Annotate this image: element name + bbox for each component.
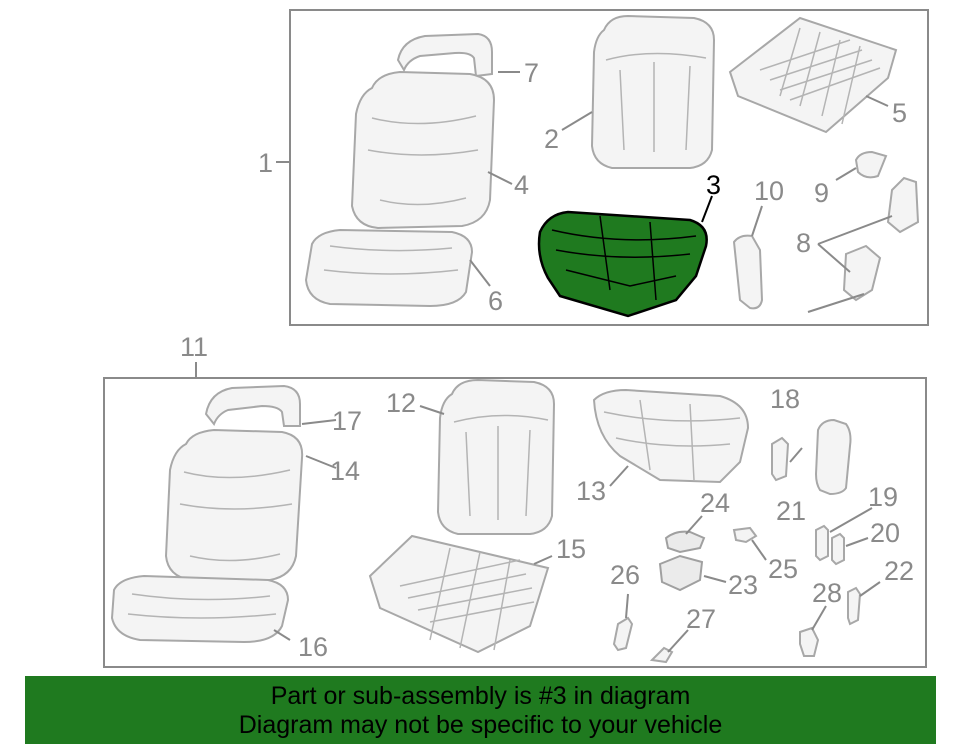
part-2-stitch — [605, 52, 707, 152]
callout-7: 7 — [524, 58, 539, 88]
callout-19: 19 — [868, 482, 898, 512]
footer-banner: Part or sub-assembly is #3 in diagram Di… — [25, 676, 936, 744]
part-8-recliner-lower[interactable] — [842, 244, 882, 302]
part-3-cushion-cover[interactable] — [537, 210, 708, 318]
part-16-stitch — [127, 593, 277, 619]
part-9-knob[interactable] — [854, 150, 888, 179]
callout-22: 22 — [884, 556, 914, 586]
callout-18: 18 — [770, 384, 800, 414]
part-25-tab[interactable] — [732, 526, 758, 544]
part-13-stitch — [603, 399, 741, 481]
part-23-housing[interactable] — [658, 554, 704, 592]
callout-24: 24 — [700, 488, 730, 518]
callout-6: 6 — [488, 286, 503, 316]
part-7-headrest-cover[interactable] — [396, 32, 493, 78]
leader-lines — [195, 71, 893, 653]
part-19-clip[interactable] — [815, 524, 829, 562]
part-17-headrest-cover[interactable] — [204, 384, 301, 427]
callout-4: 4 — [514, 170, 529, 200]
callout-12: 12 — [386, 388, 416, 418]
callout-27: 27 — [686, 604, 716, 634]
part-12-seat-back-cover[interactable] — [436, 378, 556, 535]
upper-assembly-frame — [289, 9, 929, 326]
footer-line-2: Diagram may not be specific to your vehi… — [238, 711, 723, 739]
part-3-detail — [551, 215, 697, 301]
callout-8: 8 — [796, 228, 811, 258]
part-15-seat-frame[interactable] — [368, 534, 550, 654]
part-10-side-trim[interactable] — [732, 234, 764, 310]
callout-17: 17 — [332, 406, 362, 436]
part-15-springs — [399, 547, 535, 651]
callout-16: 16 — [298, 632, 328, 662]
callout-13: 13 — [576, 476, 606, 506]
part-12-stitch — [453, 414, 549, 520]
part-26-pin[interactable] — [612, 616, 634, 652]
part-6-stitch — [323, 245, 459, 275]
callout-10: 10 — [754, 176, 784, 206]
part-2-seat-back-cover[interactable] — [590, 14, 716, 169]
callout-20: 20 — [870, 518, 900, 548]
part-8-rod — [807, 293, 865, 313]
callout-21: 21 — [776, 496, 806, 526]
part-22-clip[interactable] — [847, 586, 862, 626]
part-24-bezel[interactable] — [664, 530, 706, 554]
part-8-recliner-upper[interactable] — [886, 176, 920, 234]
footer-line-1: Part or sub-assembly is #3 in diagram — [270, 682, 691, 710]
part-5-springs — [759, 27, 881, 125]
part-21-clip[interactable] — [771, 436, 790, 482]
callout-3: 3 — [706, 170, 721, 200]
part-14-stitch — [179, 469, 293, 562]
callout-1: 1 — [258, 148, 273, 178]
callout-25: 25 — [768, 554, 798, 584]
part-5-seat-frame[interactable] — [728, 16, 898, 134]
part-20-clip[interactable] — [831, 532, 845, 566]
callout-15: 15 — [556, 534, 586, 564]
lower-assembly-frame — [103, 377, 927, 668]
part-14-seat-back[interactable] — [164, 428, 304, 581]
part-4-seat-back[interactable] — [350, 70, 496, 230]
callout-28: 28 — [812, 578, 842, 608]
part-13-cushion[interactable] — [592, 388, 750, 484]
part-4-stitch — [367, 115, 479, 206]
part-16-seat-cushion[interactable] — [110, 574, 290, 644]
callout-14: 14 — [330, 456, 360, 486]
callout-9: 9 — [814, 178, 829, 208]
part-18-pad[interactable] — [814, 418, 852, 496]
callout-5: 5 — [892, 98, 907, 128]
callout-2: 2 — [544, 124, 559, 154]
part-6-seat-cushion[interactable] — [304, 228, 474, 308]
part-27-clip[interactable] — [649, 646, 674, 664]
part-28-bracket[interactable] — [799, 626, 820, 657]
callout-11: 11 — [180, 332, 208, 362]
callout-23: 23 — [728, 570, 758, 600]
callout-26: 26 — [610, 560, 640, 590]
